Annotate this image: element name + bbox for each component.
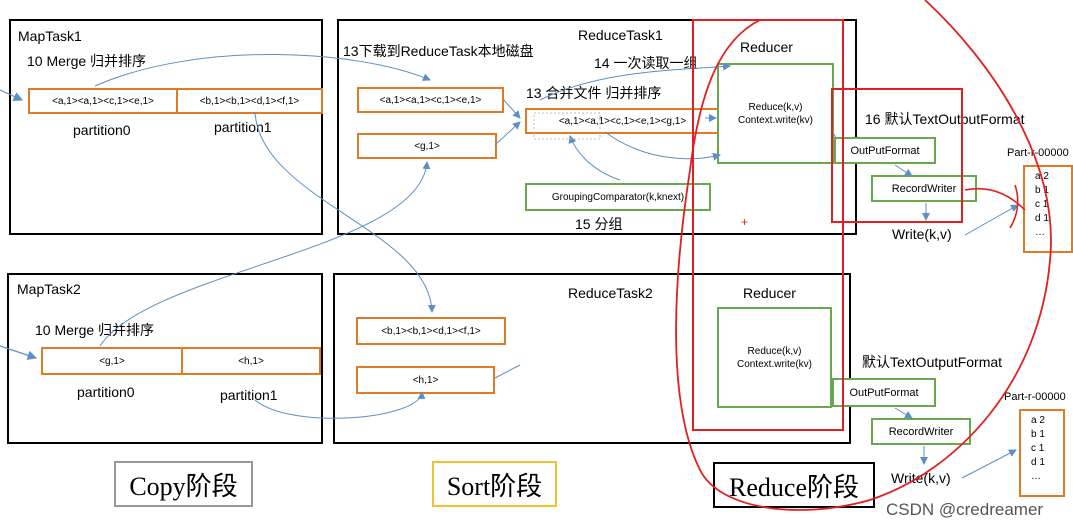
maptask2-partition1-segment: <h,1> bbox=[181, 347, 321, 375]
reducetask1-title: ReduceTask1 bbox=[578, 27, 663, 43]
maptask2-title: MapTask2 bbox=[17, 281, 81, 297]
part-file-1-name: Part-r-00000 bbox=[1007, 147, 1069, 159]
part-line: b 1 bbox=[1031, 429, 1045, 440]
maptask1-partition0-label: partition0 bbox=[73, 122, 131, 138]
grouping-label: 15 分组 bbox=[575, 216, 623, 232]
watermark: CSDN @credreamer bbox=[886, 500, 1044, 519]
part-line: c 1 bbox=[1035, 199, 1049, 210]
default-output-label-2: 默认TextOutputFormat bbox=[862, 354, 1003, 370]
part-line: d 1 bbox=[1035, 213, 1049, 224]
part-line: c 1 bbox=[1031, 443, 1045, 454]
reducer2-context-write: Context.write(kv) bbox=[736, 358, 812, 370]
read-group-label: 14 一次读取一组 bbox=[594, 55, 698, 71]
reducetask2-title: ReduceTask2 bbox=[568, 285, 653, 301]
part-line: b 1 bbox=[1035, 185, 1049, 196]
maptask2-merge-label: 10 Merge 归并排序 bbox=[35, 322, 155, 338]
maptask1-panel: MapTask1 10 Merge 归并排序 <a,1><a,1><c,1><e… bbox=[9, 19, 323, 235]
maptask1-merge-label: 10 Merge 归并排序 bbox=[27, 53, 147, 69]
reducetask1-file-g: <g,1> bbox=[357, 133, 497, 159]
reducer2-reduce-call: Reduce(k,v) bbox=[747, 345, 802, 357]
maptask2-partition0-label: partition0 bbox=[77, 384, 135, 400]
outputformat-box-2: OutPutFormat bbox=[832, 378, 936, 407]
plus-mark: + bbox=[741, 215, 749, 229]
reducer1-reduce-call: Reduce(k,v) bbox=[748, 101, 803, 113]
reducer1-context-write: Context.write(kv) bbox=[737, 114, 813, 126]
maptask2-partition0-segment: <g,1> bbox=[41, 347, 183, 375]
default-output-label-1: 16 默认TextOutputFormat bbox=[865, 111, 1025, 127]
download-label: 13下载到ReduceTask本地磁盘 bbox=[343, 43, 534, 59]
reducer2-title: Reducer bbox=[743, 285, 796, 301]
outputformat-to-recordwriter-2 bbox=[894, 407, 913, 419]
write-to-file-1 bbox=[964, 204, 1019, 236]
grouping-comparator-box: GroupingComparator(k,knext) bbox=[525, 183, 711, 211]
part-file-1: a 2 b 1 c 1 d 1 … bbox=[1023, 165, 1073, 253]
maptask2-panel: MapTask2 10 Merge 归并排序 <g,1> <h,1> parti… bbox=[7, 273, 323, 444]
maptask1-partition1-segment: <b,1><b,1><d,1><f,1> bbox=[176, 88, 323, 114]
maptask1-partition0-segment: <a,1><a,1><c,1><e,1> bbox=[28, 88, 178, 114]
copy-stage-label: Copy阶段 bbox=[114, 461, 253, 507]
part-line: … bbox=[1035, 227, 1045, 238]
reducetask2-file-h: <h,1> bbox=[356, 366, 495, 394]
merged-file: <a,1><a,1><c,1><e,1><g,1> bbox=[525, 108, 720, 134]
sort-stage-label: Sort阶段 bbox=[432, 461, 557, 507]
write-label-2: Write(k,v) bbox=[891, 470, 951, 486]
merge-file-label: 13 合并文件 归并排序 bbox=[526, 85, 662, 101]
recordwriter-box-2: RecordWriter bbox=[871, 418, 971, 445]
maptask1-partition1-label: partition1 bbox=[214, 119, 272, 135]
write-label-1: Write(k,v) bbox=[892, 226, 952, 242]
part-line: a 2 bbox=[1031, 415, 1045, 426]
part-line: a 2 bbox=[1035, 171, 1049, 182]
maptask1-title: MapTask1 bbox=[18, 28, 82, 44]
recordwriter-box-1: RecordWriter bbox=[871, 175, 977, 202]
reducer2-box: Reduce(k,v) Context.write(kv) bbox=[717, 307, 832, 408]
reduce-stage-label: Reduce阶段 bbox=[713, 462, 875, 508]
maptask2-partition1-label: partition1 bbox=[220, 387, 278, 403]
write-to-file-2 bbox=[961, 449, 1017, 479]
part-line: d 1 bbox=[1031, 457, 1045, 468]
part-file-2: a 2 b 1 c 1 d 1 … bbox=[1019, 409, 1065, 497]
reducetask1-file-a: <a,1><a,1><c,1><e,1> bbox=[357, 87, 504, 113]
outputformat-box-1: OutPutFormat bbox=[834, 137, 936, 164]
reducer1-box: Reduce(k,v) Context.write(kv) bbox=[717, 63, 834, 164]
reducer1-title: Reducer bbox=[740, 39, 793, 55]
part-line: … bbox=[1031, 471, 1041, 482]
part-file-2-name: Part-r-00000 bbox=[1004, 391, 1066, 403]
reducetask2-file-b: <b,1><b,1><d,1><f,1> bbox=[356, 317, 506, 345]
